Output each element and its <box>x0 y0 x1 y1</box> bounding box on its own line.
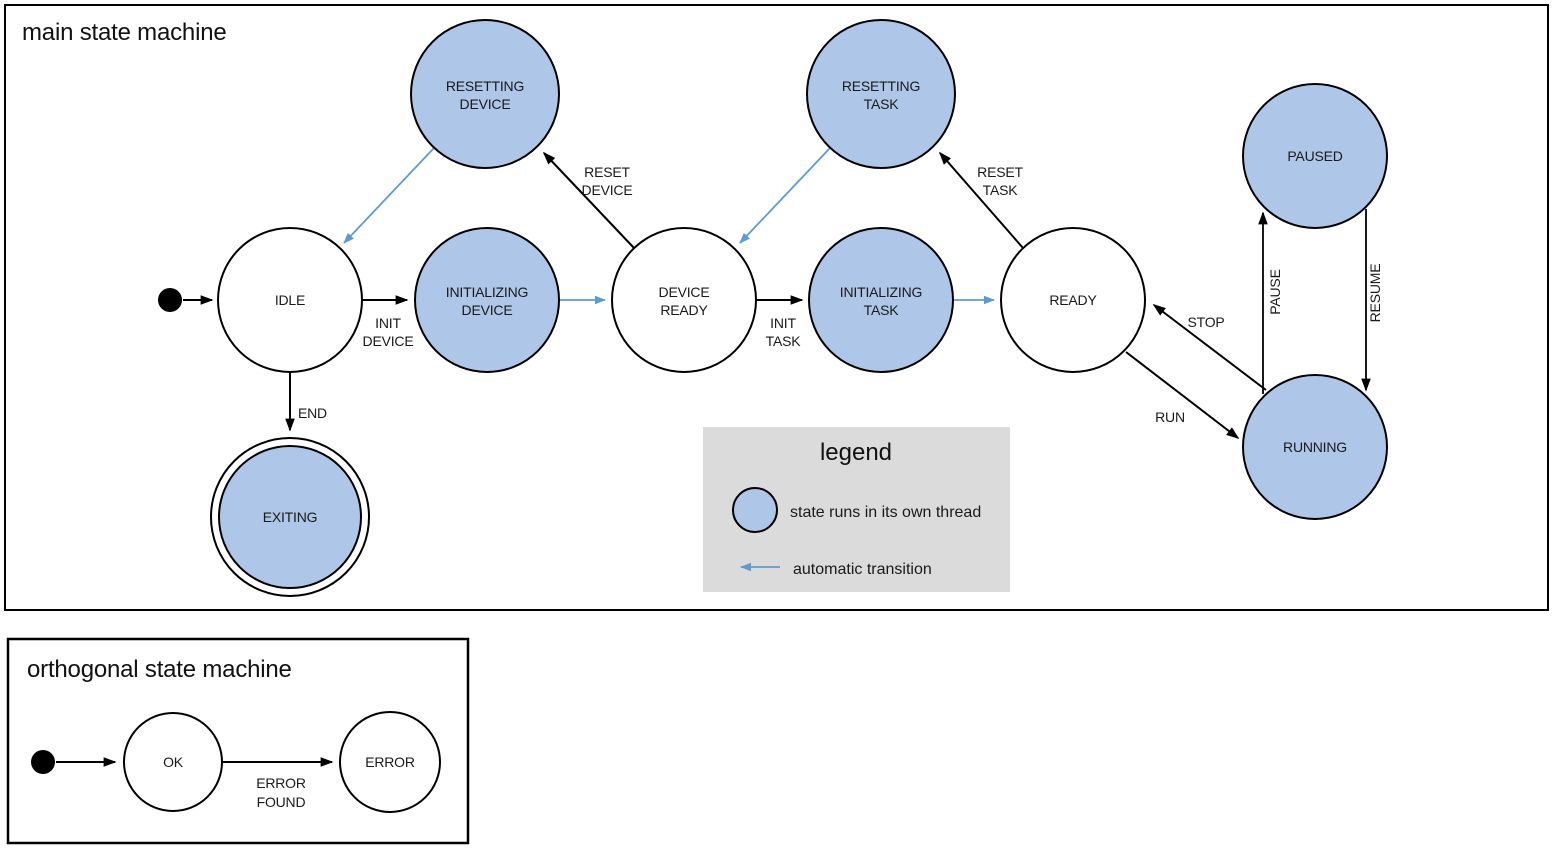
state-ready: READY <box>1000 227 1146 373</box>
transition-label-run: RUN <box>1155 409 1185 425</box>
state-label: DEVICE <box>462 302 513 318</box>
transition-label-reset-task: RESET TASK <box>977 164 1024 198</box>
state-initializing-task: INITIALIZING TASK <box>808 227 954 373</box>
initial-state-icon <box>158 288 182 312</box>
thread-state-circle-icon <box>732 487 778 533</box>
state-paused: PAUSED <box>1242 83 1388 229</box>
state-resetting-task: RESETTING TASK <box>806 19 956 169</box>
state-label: TASK <box>864 302 900 318</box>
transition-label-init-device: INIT DEVICE <box>363 315 414 349</box>
transition-stop <box>1152 304 1267 391</box>
transition-label-line: TASK <box>983 182 1019 198</box>
state-label: RESETTING <box>842 78 920 94</box>
state-circle <box>339 711 441 813</box>
state-running: RUNNING <box>1242 374 1388 520</box>
state-device-ready: DEVICE READY <box>611 227 757 373</box>
state-label: ERROR <box>365 754 415 770</box>
transition-label-line: ERROR <box>256 775 306 791</box>
state-idle: IDLE <box>217 227 363 373</box>
transition-label-line: RESET <box>584 164 630 180</box>
state-circle <box>808 227 954 373</box>
orthogonal-state-machine-panel: orthogonal state machine ERROR FOUND OK … <box>6 637 470 845</box>
state-circle <box>123 712 223 812</box>
state-circle <box>218 445 362 589</box>
transition-label-end: END <box>298 405 327 421</box>
main-state-machine-panel: main state machine INIT DEVICE RESET DEV… <box>4 4 1549 611</box>
transition-label-init-task: INIT TASK <box>766 315 802 349</box>
auto-transition-resetting-device-to-idle <box>343 147 435 244</box>
state-label: PAUSED <box>1287 148 1342 164</box>
state-label: INITIALIZING <box>840 284 922 300</box>
transition-reset-device <box>542 151 635 249</box>
state-circle <box>414 227 560 373</box>
state-label: TASK <box>864 96 900 112</box>
state-circle <box>1242 374 1388 520</box>
transition-label-line: FOUND <box>257 794 306 810</box>
state-circle <box>1000 227 1146 373</box>
state-label: DEVICE <box>659 284 710 300</box>
orthogonal-state-machine-title: orthogonal state machine <box>27 656 292 683</box>
legend-item-label: automatic transition <box>793 561 932 578</box>
auto-transition-resetting-task-to-device-ready <box>739 147 831 244</box>
state-circle <box>1242 83 1388 229</box>
transition-label-line: RESET <box>977 164 1023 180</box>
state-label: IDLE <box>275 292 305 308</box>
state-label: DEVICE <box>460 96 511 112</box>
state-exiting-final: EXITING <box>210 437 370 597</box>
state-circle <box>217 227 363 373</box>
transition-label-line: DEVICE <box>582 182 633 198</box>
legend-title: legend <box>820 439 892 466</box>
initial-state-icon <box>31 750 55 774</box>
state-label: OK <box>163 754 184 770</box>
transition-reset-task <box>938 151 1024 249</box>
transition-label-error-found: ERROR FOUND <box>256 775 306 810</box>
state-circle <box>410 19 560 169</box>
state-label: EXITING <box>263 509 318 525</box>
transition-label-line: INIT <box>770 315 796 331</box>
legend-item-label: state runs in its own thread <box>790 504 981 521</box>
state-resetting-device: RESETTING DEVICE <box>410 19 560 169</box>
state-circle <box>806 19 956 169</box>
state-label: RESETTING <box>446 78 524 94</box>
transition-label-stop: STOP <box>1187 314 1224 330</box>
legend: legend state runs in its own thread auto… <box>703 427 1010 592</box>
state-label: RUNNING <box>1283 439 1347 455</box>
transition-run <box>1125 351 1240 439</box>
state-label: READY <box>660 302 708 318</box>
state-error: ERROR <box>339 711 441 813</box>
transition-label-reset-device: RESET DEVICE <box>582 164 633 198</box>
transition-label-line: TASK <box>766 333 802 349</box>
state-circle <box>611 227 757 373</box>
main-state-machine-title: main state machine <box>22 19 227 46</box>
state-initializing-device: INITIALIZING DEVICE <box>414 227 560 373</box>
transition-label-line: DEVICE <box>363 333 414 349</box>
state-label: INITIALIZING <box>446 284 528 300</box>
transition-label-pause: PAUSE <box>1267 269 1283 314</box>
transition-label-resume: RESUME <box>1367 264 1383 323</box>
transition-label-line: INIT <box>375 315 401 331</box>
state-label: READY <box>1049 292 1097 308</box>
state-ok: OK <box>123 712 223 812</box>
